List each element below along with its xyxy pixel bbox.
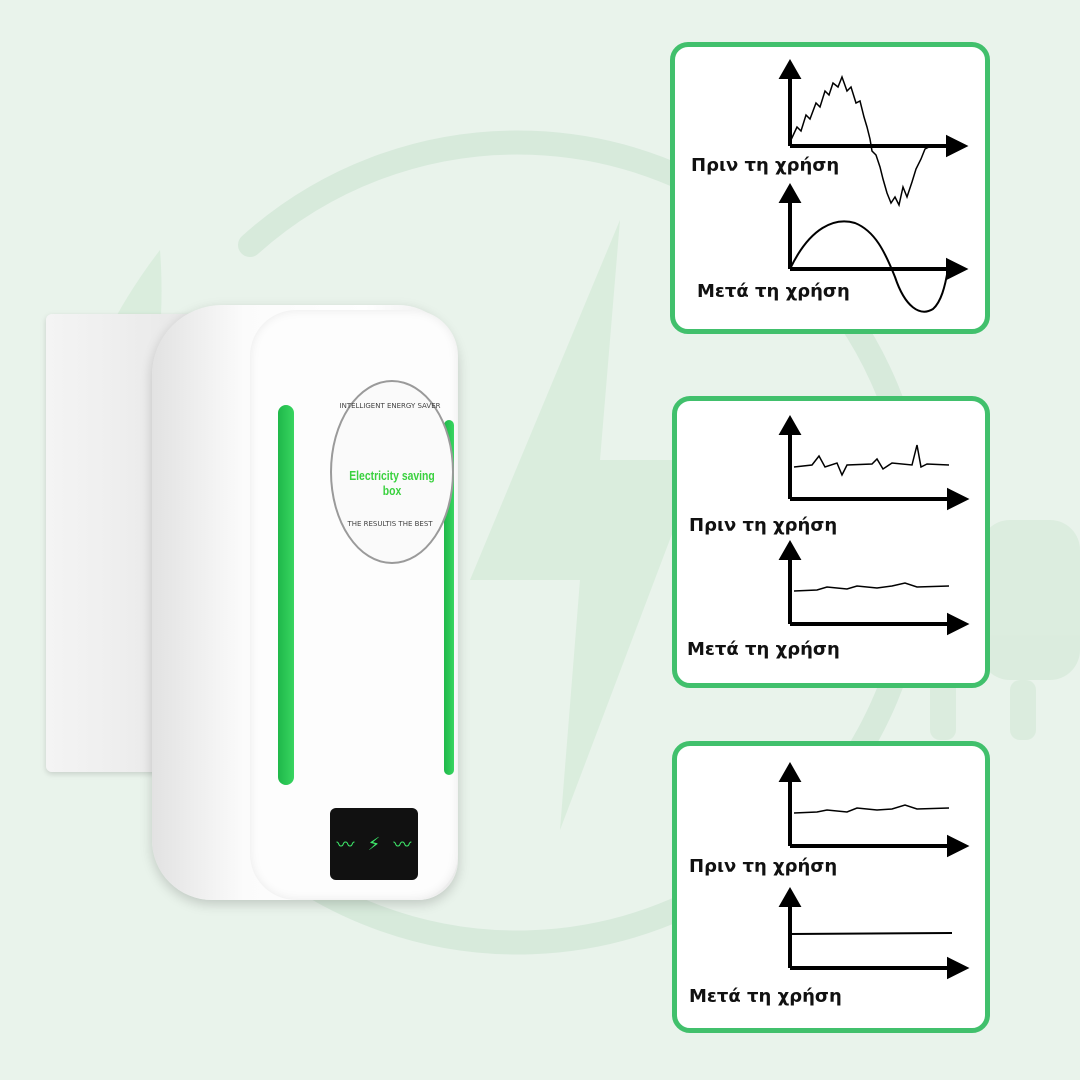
before-noisy-line [793,444,950,477]
badge-top-text: INTELLIGENT ENERGY SAVER [339,402,441,410]
pulse-icon: 〰 [393,835,412,856]
device-display: 〰 ⚡ 〰 [330,808,418,880]
after-label: Μετά τη χρήση [689,986,842,1007]
waveform-charts [778,414,970,636]
comparison-panel-3: Πριν τη χρήση Μετά τη χρήση [672,741,990,1033]
before-label: Πριν τη χρήση [689,856,838,877]
after-label: Μετά τη χρήση [697,281,850,302]
waveform-charts [778,761,970,980]
after-axes [778,182,969,281]
left-green-stripe [278,405,294,785]
waveform-charts [778,58,969,313]
before-slightly-noisy-line [793,804,950,814]
badge-bottom-text: THE RESULTIS THE BEST [347,520,433,528]
right-green-stripe [444,420,454,775]
before-label: Πριν τη χρήση [691,155,840,176]
before-label: Πριν τη χρήση [689,515,838,536]
after-label: Μετά τη χρήση [687,639,840,660]
comparison-panel-1: Πριν τη χρήση Μετά τη χρήση [670,42,990,334]
device-badge [330,380,454,564]
comparison-panel-2: Πριν τη χρήση Μετά τη χρήση [672,396,990,688]
lightning-icon: ⚡ [367,833,381,855]
before-noisy-wave [789,74,934,208]
before-axes [778,58,969,158]
after-sine-wave [789,220,949,313]
after-flat-line [789,932,953,935]
badge-main-text: Electricity saving box [349,468,435,498]
pulse-icon: 〰 [336,835,355,856]
after-smooth-line [793,582,950,592]
lightning-bolt-icon [470,220,700,830]
